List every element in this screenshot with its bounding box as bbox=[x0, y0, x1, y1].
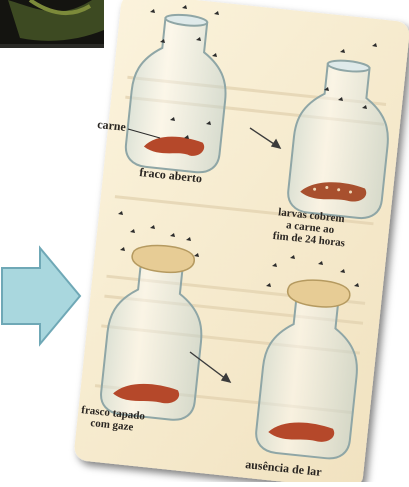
label-larvas: larvas cobrem a carne ao fim de 24 horas bbox=[272, 206, 348, 249]
label-carne: carne bbox=[97, 118, 127, 133]
photo-fragment bbox=[0, 0, 104, 48]
arrow-icon bbox=[2, 248, 80, 344]
